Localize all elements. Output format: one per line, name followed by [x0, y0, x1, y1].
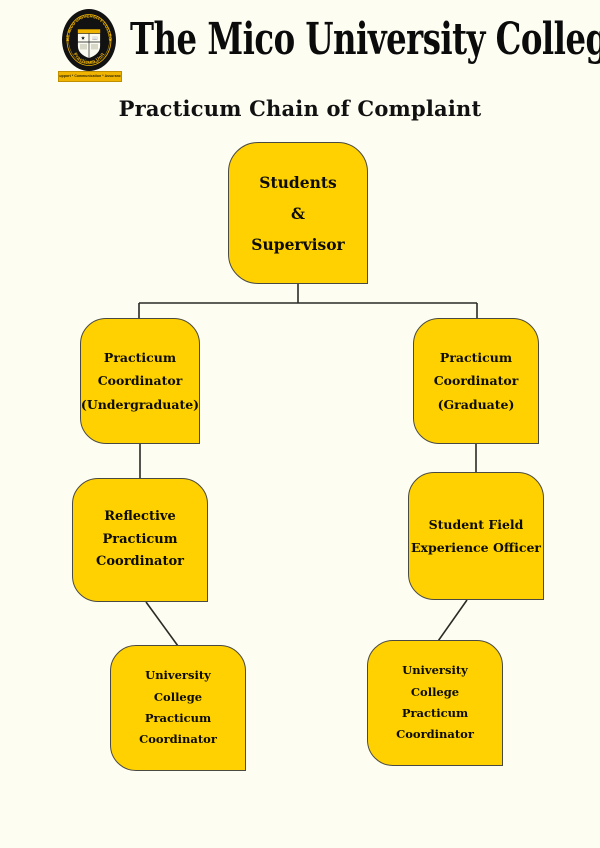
- college-name: The Mico University College: [130, 12, 600, 65]
- connector-left2-to-left3: [145, 601, 179, 647]
- node-line: Practicum: [102, 531, 178, 547]
- node-line: Coordinator: [96, 554, 184, 570]
- node-line: Practicum: [103, 350, 177, 366]
- node-university-college-practicum-coordinator-left[interactable]: University College Practicum Coordinator: [110, 645, 246, 771]
- node-line: Coordinator: [433, 373, 519, 389]
- logo-banner-text: Support * Communication * Assurance: [58, 73, 122, 78]
- node-practicum-coordinator-graduate[interactable]: Practicum Coordinator (Graduate): [413, 318, 539, 444]
- page-title: Practicum Chain of Complaint: [118, 96, 482, 121]
- connector-right2-to-right3: [435, 599, 468, 645]
- node-line: Coordinator: [97, 373, 183, 389]
- logo-banner: Support * Communication * Assurance: [58, 71, 122, 82]
- node-student-field-experience-officer[interactable]: Student Field Experience Officer: [408, 472, 544, 600]
- node-university-college-practicum-coordinator-right[interactable]: University College Practicum Coordinator: [367, 640, 503, 766]
- node-students-supervisor[interactable]: Students & Supervisor: [228, 142, 368, 284]
- node-line: Practicum: [401, 706, 469, 720]
- node-line: Practicum: [439, 350, 513, 366]
- node-line: Practicum: [144, 711, 212, 725]
- node-line: (Graduate): [437, 396, 515, 412]
- node-line: Coordinator: [396, 727, 474, 742]
- svg-text:📖: 📖: [92, 36, 98, 41]
- node-line: University: [145, 668, 211, 683]
- node-practicum-coordinator-undergraduate[interactable]: Practicum Coordinator (Undergraduate): [80, 318, 200, 444]
- node-reflective-practicum-coordinator[interactable]: Reflective Practicum Coordinator: [72, 478, 208, 602]
- node-line: Supervisor: [251, 234, 345, 254]
- node-line: Coordinator: [139, 732, 217, 747]
- node-line: Reflective: [104, 508, 176, 524]
- mico-university-seal-icon: THE MICO UNIVERSITY COLLEGE Practicum Un…: [61, 8, 116, 71]
- node-line: Experience Officer: [410, 540, 541, 555]
- svg-text:Founded 1836: Founded 1836: [79, 60, 99, 64]
- page-header: THE MICO UNIVERSITY COLLEGE Practicum Un…: [0, 0, 600, 90]
- svg-text:★: ★: [81, 36, 86, 41]
- node-line: (Undergraduate): [80, 396, 200, 412]
- node-line: College: [410, 684, 460, 699]
- node-line: &: [291, 203, 305, 223]
- node-line: Student Field: [428, 516, 524, 532]
- node-line: University: [402, 663, 468, 678]
- node-line: Students: [259, 172, 337, 192]
- node-line: College: [153, 689, 203, 704]
- university-logo: THE MICO UNIVERSITY COLLEGE Practicum Un…: [58, 8, 122, 84]
